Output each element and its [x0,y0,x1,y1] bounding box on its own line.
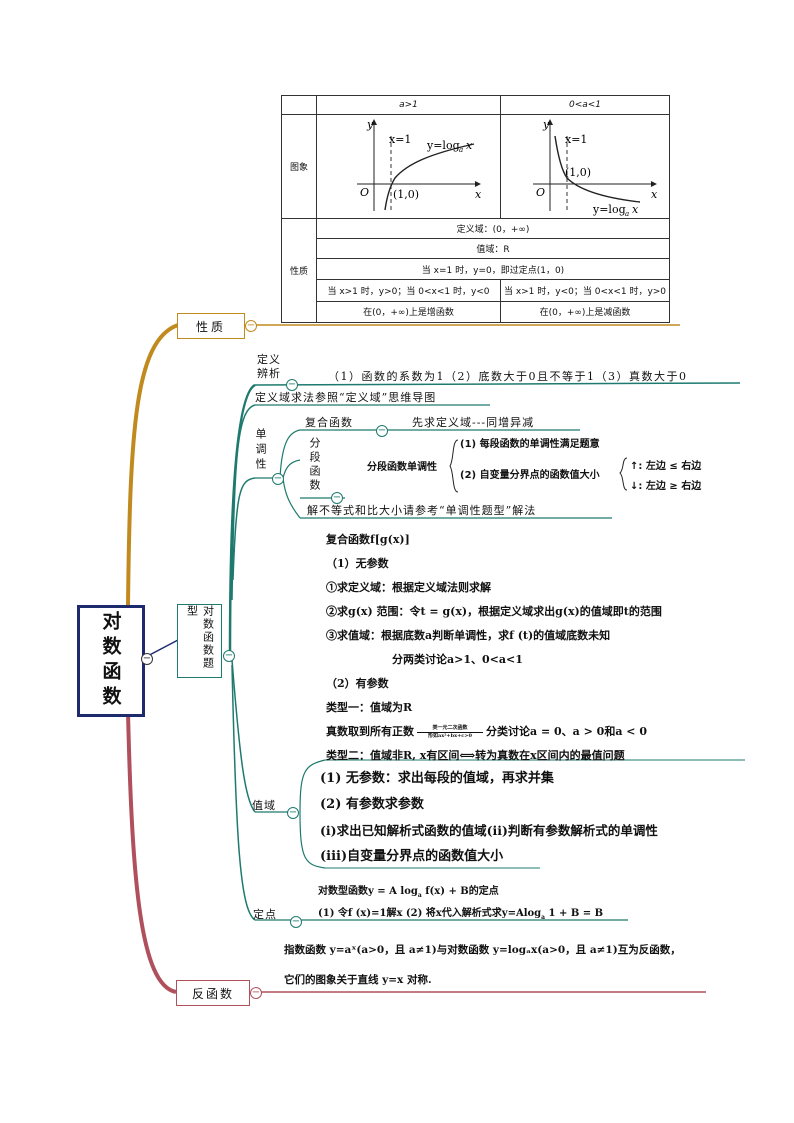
graph-left-curve-label: y=log [426,139,460,152]
monotonicity-collapse-icon[interactable]: − [272,473,284,485]
fixed-point-collapse-icon[interactable]: − [290,916,302,928]
comp-line-5: 分两类讨论a>1、0<a<1 [392,653,523,666]
definition-label[interactable]: 定义辨析 [257,353,281,380]
piecewise-mono-label: 分段函数单调性 [367,462,437,473]
col-header-a-lt-1: 0<a<1 [500,94,670,116]
graph-right-x-label: x [651,188,658,201]
type1-post: 分类讨论a = 0、a > 0和a < 0 [486,725,647,738]
prop-sign-increasing: 当 x>1 时，y>0；当 0<x<1 时，y<0 [316,279,501,302]
branch-question-types-label: 对数函数题型 [185,605,215,670]
piecewise-decreasing-rule: ↓: 左边 ≥ 右边 [630,481,702,492]
graph-right-y-label: y [542,118,550,131]
prop-sign-decreasing: 当 x>1 时，y<0；当 0<x<1 时，y>0 [500,279,670,302]
root-label: 对数函数 [99,611,122,711]
piecewise-label[interactable]: 分段函数 [308,437,321,493]
properties-collapse-icon[interactable]: − [245,320,257,332]
piecewise-collapse-icon[interactable]: − [331,492,343,504]
property-table: a>1 0<a<1 图象 y x O x=1 y=log a x (1,0) [281,94,670,324]
graph-right-asymptote: x=1 [565,133,587,146]
graph-left-curve-base: a [459,146,463,154]
prop-fixed-point: 当 x=1 时，y=0，即过定点(1，0) [316,258,670,281]
graph-right-point: (1,0) [565,166,591,179]
pw-line-3: (iii)自变量分界点的函数值大小 [320,849,504,864]
fixed-title-sub: a [417,892,422,899]
comp-line-6: （2）有参数 [326,677,389,690]
log-graph-increasing: y x O x=1 y=log a x (1,0) [356,118,482,212]
arrow-right-icon [417,731,483,733]
graph-right-curve-var: x [632,203,639,216]
col-header-a-gt-1: a>1 [316,94,501,116]
inverse-collapse-icon[interactable]: − [250,987,262,999]
composite-label[interactable]: 复合函数 [305,416,353,429]
fixed-title-main: 对数型函数y = A log [318,886,418,897]
prop-mono-decreasing: 在(0，+∞)上是减函数 [500,300,670,324]
root-node[interactable]: 对数函数 [77,605,145,717]
prop-range: 值域：R [316,237,670,260]
row-header-props: 性质 [281,217,317,324]
graph-right-origin: O [536,186,545,199]
piecewise-condition-2: (2) 自变量分界点的函数值大小 [460,470,600,481]
comp-line-2: ①求定义域：根据定义域法则求解 [326,581,491,594]
composite-collapse-icon[interactable]: − [376,425,388,437]
type1-arrow-top: 类一元二次函数 [432,724,468,731]
pw-line-1: (2) 有参数求参数 [320,797,424,812]
branch-properties[interactable]: 性质 [177,313,245,339]
comp-line-1: （1）无参数 [326,557,389,570]
graph-left-point: (1,0) [393,188,419,201]
monotonicity-label[interactable]: 单调性 [254,428,267,473]
fixed-point-title: 对数型函数y = A loga f(x) + B的定点 [318,882,499,899]
definition-collapse-icon[interactable]: − [286,379,298,391]
graph-increasing: y x O x=1 y=log a x (1,0) [316,114,501,219]
graph-left-y-label: y [366,118,374,131]
comp-line-0: 复合函数f[g(x)] [326,533,410,546]
fixed-point-step: (1) 令f (x)=1解x (2) 将x代入解析式求y=Aloga 1 + B… [318,904,603,921]
inverse-line-2: 它们的图象关于直线 y=x 对称. [284,974,432,986]
inverse-line-1: 指数函数 y=aˣ(a>0，且 a≠1)与对数函数 y=logₐx(a>0，且 … [284,944,681,956]
graph-decreasing: y x O x=1 (1,0) y=log a x [500,114,670,219]
comp-line-7: 类型一：值域为R [326,701,413,714]
graph-left-x-label: x [475,188,482,201]
graph-left-origin: O [360,186,369,199]
branch-inverse-label: 反函数 [191,986,234,1001]
graph-left-asymptote: x=1 [389,133,411,146]
pw-line-0: (1) 无参数：求出每段的值域，再求并集 [320,771,554,786]
range-collapse-icon[interactable]: − [287,807,299,819]
log-graph-decreasing: y x O x=1 (1,0) y=log a x [533,118,658,216]
composite-text: 先求定义域---同增异减 [412,416,535,429]
fixed-step-sub: a [541,914,546,921]
root-collapse-icon[interactable]: − [141,653,153,665]
piecewise-range-block: (1) 无参数：求出每段的值域，再求并集 (2) 有参数求参数 (i)求出已知解… [320,766,760,870]
graph-left-curve-var: x [466,139,473,152]
piecewise-condition-1: (1) 每段函数的单调性满足题意 [460,439,600,450]
type1-arrow: 类一元二次函数 形如ax²+bx+c>0 [417,725,483,740]
type1-arrow-bottom: 形如ax²+bx+c>0 [428,732,472,739]
domain-reference-text: 定义域求法参照“定义域”思维导图 [255,391,437,404]
graph-right-curve-base: a [625,210,629,216]
question-types-collapse-icon[interactable]: − [223,650,235,662]
inequality-reference-text: 解不等式和比大小请参考“单调性题型”解法 [307,504,537,517]
piecewise-increasing-rule: ↑: 左边 ≤ 右边 [630,461,702,472]
fixed-step-rest: 1 + B = B [545,908,604,919]
range-label[interactable]: 值域 [252,799,276,812]
pw-line-2: (i)求出已知解析式函数的值域(ii)判断有参数解析式的单调性 [320,823,658,838]
prop-domain: 定义域：(0，+∞) [316,217,670,239]
fixed-title-rest: f(x) + B的定点 [421,886,499,897]
comp-line-3: ②求g(x) 范围：令t = g(x)，根据定义域求出g(x)的值域即t的范围 [326,605,662,618]
row-header-graph: 图象 [281,114,317,219]
graph-right-curve-label: y=log [592,203,626,216]
type1-row: 真数取到所有正数 类一元二次函数 形如ax²+bx+c>0 分类讨论a = 0、… [326,720,756,744]
branch-properties-label: 性质 [195,319,226,334]
comp-line-4: ③求值域：根据底数a判断单调性，求f (t)的值域底数未知 [326,629,611,642]
fixed-step-main: (1) 令f (x)=1解x (2) 将x代入解析式求y=Alog [318,908,542,919]
type1-pre: 真数取到所有正数 [326,725,414,738]
table-corner [281,94,317,116]
prop-mono-increasing: 在(0，+∞)上是增函数 [316,300,501,324]
composite-range-block: 复合函数f[g(x)] （1）无参数 ①求定义域：根据定义域法则求解 ②求g(x… [326,528,756,768]
branch-inverse[interactable]: 反函数 [176,980,250,1006]
definition-text: （1）函数的系数为1（2）底数大于0且不等于1（3）真数大于0 [328,370,688,383]
fixed-point-label[interactable]: 定点 [253,908,277,921]
branch-question-types[interactable]: 对数函数题型 [177,604,222,678]
type2-text: 类型二：值域非R, x有区间⟺转为真数在x区间内的最值问题 [326,749,625,762]
